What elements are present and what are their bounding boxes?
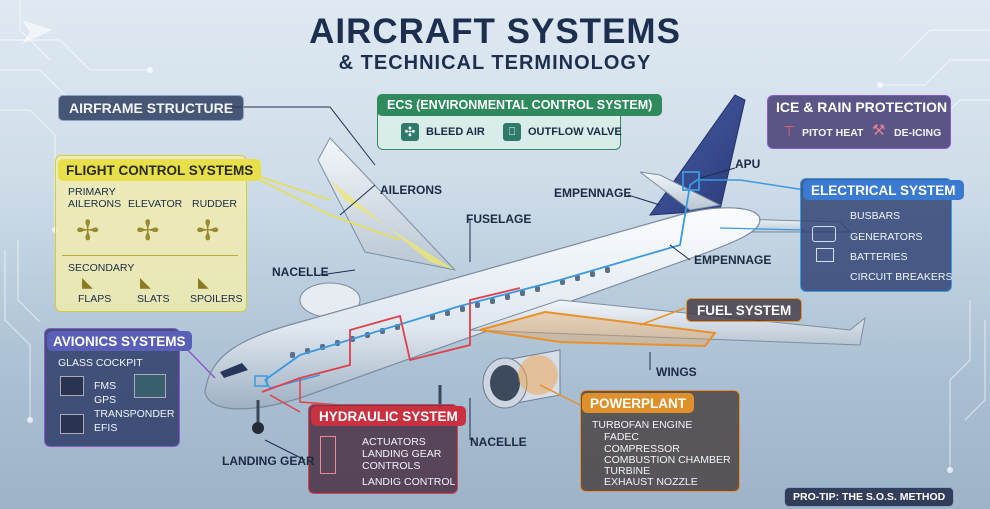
hydraulic-item-landing-gear: LANDING GEAR	[362, 448, 442, 460]
slats-icon: ◣	[140, 274, 151, 290]
page-subtitle: & TECHNICAL TERMINOLOGY	[338, 52, 652, 74]
map-display-icon	[134, 374, 166, 398]
ice-rain-header: ICE & RAIN PROTECTION	[776, 99, 948, 115]
ecs-item-bleed-air: BLEED AIR	[426, 126, 485, 138]
powerplant-item-compressor: COMPRESSOR	[604, 443, 680, 455]
arrow-logo-icon	[22, 20, 52, 44]
callout-nacelle-left: NACELLE	[272, 265, 329, 279]
efis-screen-icon	[60, 414, 84, 434]
battery-icon	[816, 248, 834, 262]
ice-item-pitot-heat: PITOT HEAT	[802, 127, 864, 139]
secondary-slats: SLATS	[137, 293, 170, 305]
hydraulic-header: HYDRAULIC SYSTEM	[311, 406, 466, 426]
flaps-icon: ◣	[82, 274, 93, 290]
ice-item-de-icing: DE-ICING	[894, 127, 942, 139]
ecs-header: ECS (ENVIRONMENTAL CONTROL SYSTEM)	[377, 94, 663, 116]
secondary-spoilers: SPOILERS	[190, 293, 243, 305]
fms-screen-icon	[60, 376, 84, 396]
primary-label: PRIMARY	[68, 186, 116, 198]
airframe-structure-header: AIRFRAME STRUCTURE	[58, 95, 245, 121]
callout-apu: APU	[735, 157, 761, 171]
valve-icon: ⎕	[503, 123, 521, 141]
avionics-subheader: GLASS COCKPIT	[58, 357, 143, 369]
powerplant-item-turbine: TURBINE	[604, 465, 651, 477]
callout-nacelle-bottom: NACELLE	[470, 435, 527, 449]
hydraulic-item-controls: CONTROLS	[362, 460, 421, 472]
hydraulic-item-actuators: ACTUATORS	[362, 436, 426, 448]
avionics-item-fms: FMS	[94, 380, 117, 392]
elevator-arrows-icon: ✢	[136, 215, 160, 246]
actuator-icon	[320, 436, 336, 474]
electrical-item-busbars: BUSBARS	[850, 210, 901, 222]
powerplant-header: POWERPLANT	[582, 393, 694, 413]
avionics-header: AVIONICS SYSTEMS	[47, 331, 192, 351]
powerplant-item-fadec: FADEC	[604, 431, 640, 443]
electrical-header: ELECTRICAL SYSTEM	[803, 180, 964, 200]
flight-control-header: FLIGHT CONTROL SYSTEMS	[58, 159, 262, 181]
primary-rudder: RUDDER	[192, 198, 237, 210]
powerplant-item-exhaust-nozzle: EXHAUST NOZZLE	[604, 476, 698, 488]
callout-landing-gear: LANDING GEAR	[222, 454, 315, 468]
ecs-item-outflow-valve: OUTFLOW VALVE	[528, 126, 622, 138]
primary-elevator: ELEVATOR	[128, 198, 183, 210]
electrical-item-batteries: BATTERIES	[850, 251, 908, 263]
avionics-item-efis: EFIS	[94, 422, 118, 434]
powerplant-item-combustion-chamber: COMBUSTION CHAMBER	[604, 454, 731, 466]
callout-fuselage: FUSELAGE	[466, 212, 532, 226]
rudder-arrows-icon: ✢	[196, 215, 220, 246]
ice-rain-panel	[767, 95, 951, 149]
callout-wings: WINGS	[656, 365, 697, 379]
powerplant-subheader: TURBOFAN ENGINE	[592, 419, 693, 431]
page-title: AIRCRAFT SYSTEMS	[309, 12, 681, 51]
secondary-flaps: FLAPS	[78, 293, 112, 305]
pitot-icon: ⊤	[783, 123, 796, 139]
avionics-item-transponder: TRANSPONDER	[94, 408, 175, 420]
avionics-item-gps: GPS	[94, 394, 117, 406]
electrical-item-generators: GENERATORS	[850, 231, 923, 243]
deicing-icon: ⚒	[872, 122, 886, 139]
generator-icon	[812, 226, 836, 242]
spoilers-icon: ◣	[198, 274, 209, 290]
callout-empennage-right: EMPENNAGE	[694, 253, 772, 267]
flight-control-panel	[55, 155, 247, 312]
pro-tip-badge: PRO-TIP: THE S.O.S. METHOD	[784, 487, 955, 507]
electrical-item-circuit-breakers: CIRCUIT BREAKERS	[850, 271, 953, 283]
callout-ailerons: AILERONS	[380, 183, 443, 197]
callout-empennage-top: EMPENNAGE	[554, 186, 632, 200]
secondary-label: SECONDARY	[68, 262, 135, 274]
primary-ailerons: AILERONS	[68, 198, 122, 210]
fuel-system-header: FUEL SYSTEM	[686, 298, 803, 322]
fan-icon: ✣	[401, 123, 419, 141]
flight-control-divider	[62, 255, 238, 256]
ailerons-arrows-icon: ✢	[76, 215, 100, 246]
hydraulic-item-landig-control: LANDIG CONTROL	[362, 476, 456, 488]
